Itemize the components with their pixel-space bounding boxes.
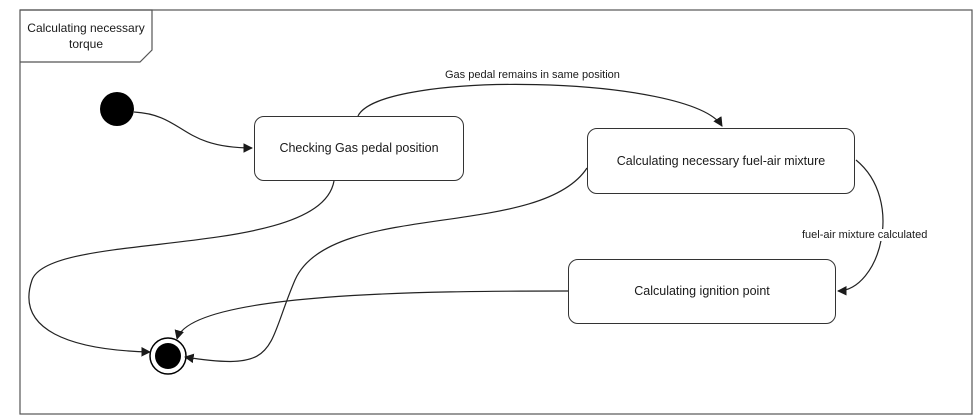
edge-fuel-to-final	[184, 167, 588, 364]
frame-border	[19, 9, 973, 415]
initial-node	[100, 92, 134, 126]
edge-checking-to-final	[28, 180, 335, 357]
label-gas-pedal-same: Gas pedal remains in same position	[445, 69, 620, 81]
state-checking-gas-pedal: Checking Gas pedal position	[254, 116, 464, 181]
state-calculating-fuel-air: Calculating necessary fuel-air mixture	[587, 128, 855, 194]
frame-title-tab	[20, 9, 153, 63]
edge-initial-to-checking	[133, 111, 253, 153]
label-fuel-air-calculated: fuel-air mixture calculated	[802, 229, 928, 241]
edge-ignition-to-final	[174, 290, 569, 340]
frame-title: Calculating necessary torque	[27, 21, 145, 51]
edge-checking-to-fuel	[357, 83, 723, 127]
final-node-core	[155, 343, 181, 369]
state-calculating-ignition: Calculating ignition point	[568, 259, 836, 324]
